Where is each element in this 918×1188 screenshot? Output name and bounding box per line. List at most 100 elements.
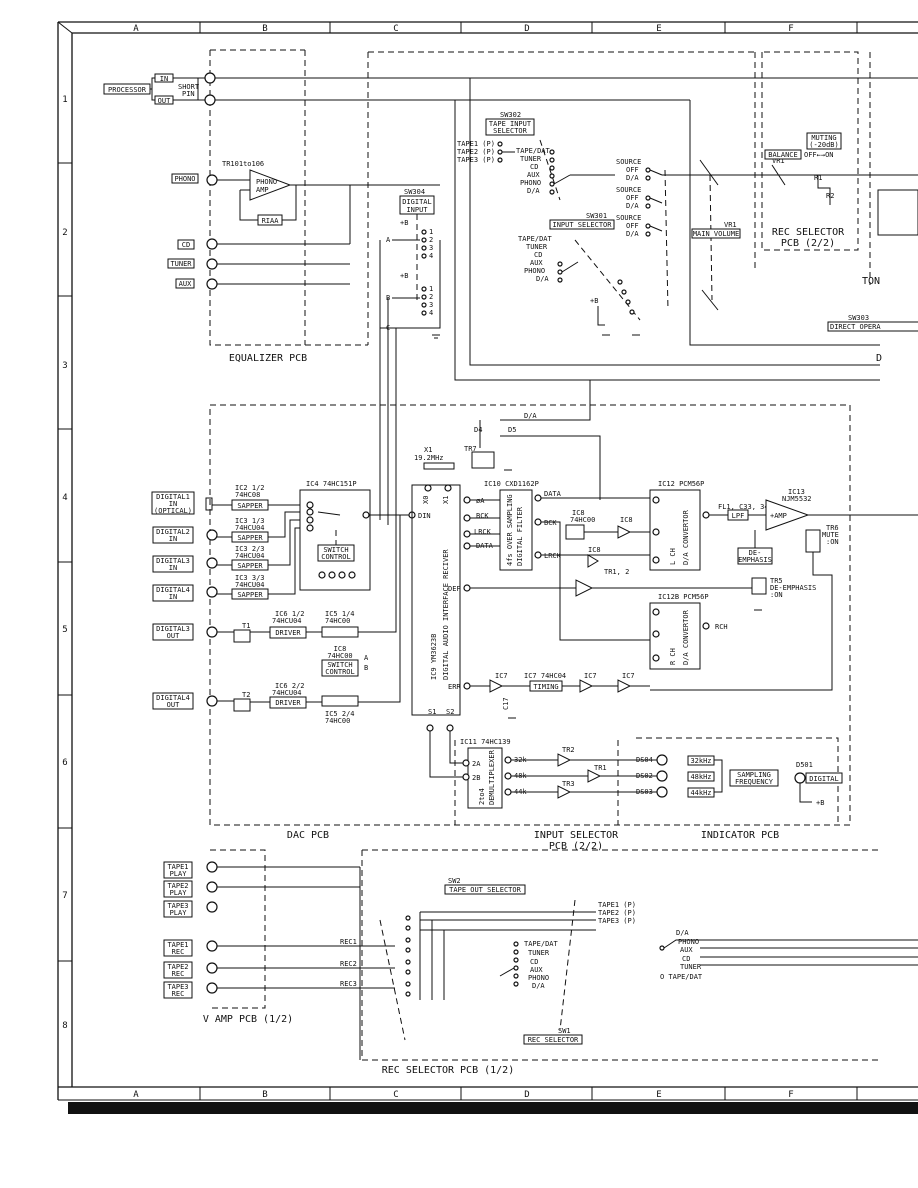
sw302-item: CD <box>530 163 538 171</box>
svg-text:T2: T2 <box>242 691 250 699</box>
svg-text:SOURCE: SOURCE <box>616 186 641 194</box>
svg-text:D/A: D/A <box>536 275 549 283</box>
svg-text:IC7 74HC04: IC7 74HC04 <box>524 672 566 680</box>
svg-text:R CH: R CH <box>669 648 677 665</box>
svg-text:RCH: RCH <box>715 623 728 631</box>
svg-text:DIGITAL2: DIGITAL2 <box>156 528 190 536</box>
svg-text:32kHz: 32kHz <box>690 757 711 765</box>
svg-text:44kHz: 44kHz <box>690 789 711 797</box>
svg-text:BCK: BCK <box>544 519 557 527</box>
balance-label: BALANCE <box>768 151 798 159</box>
svg-text:CD: CD <box>530 958 538 966</box>
col-label: B <box>262 1090 267 1100</box>
row-label: 6 <box>62 758 67 768</box>
svg-text:SAPPER: SAPPER <box>237 502 263 510</box>
svg-text:D/A: D/A <box>532 982 545 990</box>
phono-label: PHONO <box>174 175 195 183</box>
svg-text:IC3 3/3: IC3 3/3 <box>235 574 265 582</box>
svg-text:3: 3 <box>429 244 433 252</box>
sw301-label: INPUT SELECTOR <box>552 221 612 229</box>
svg-text:SAMPLING: SAMPLING <box>737 771 771 779</box>
row-label: 8 <box>62 1021 67 1031</box>
svg-text:IN: IN <box>169 535 177 543</box>
pcb-boundaries <box>209 49 880 1061</box>
svg-text:ERR: ERR <box>448 683 461 691</box>
svg-text:DIGITAL3: DIGITAL3 <box>156 625 190 633</box>
col-label: E <box>656 24 661 34</box>
sw302-block: SW302 TAPE INPUT SELECTOR TAPE1 (P) TAPE… <box>457 111 615 201</box>
svg-text:IC6 1/2: IC6 1/2 <box>275 610 305 618</box>
short-pin-label: SHORT <box>178 83 200 91</box>
rec-selector-bottom: SW2 TAPE OUT SELECTOR TAPE1 (P) TAPE2 (P… <box>379 877 918 1076</box>
processor-block: PROCESSOR IN OUT SHORT PIN <box>103 73 205 105</box>
ic12b-label: IC12B PCM56P <box>658 593 709 601</box>
svg-text:D/A: D/A <box>524 412 537 420</box>
svg-text:74HCU04: 74HCU04 <box>272 689 302 697</box>
svg-text:2: 2 <box>429 293 433 301</box>
svg-text:TUNER: TUNER <box>680 963 702 971</box>
svg-text:2A: 2A <box>472 760 481 768</box>
ic11-demux: IC11 74HC139 2to4 DEMULTIPLEXER 2A 2B 32… <box>429 731 660 852</box>
ground-symbols <box>432 334 762 719</box>
svg-text:DE-EMPHASIS: DE-EMPHASIS <box>770 584 816 592</box>
svg-text:IC6 2/2: IC6 2/2 <box>275 682 305 690</box>
short-pin-label: PIN <box>182 90 195 98</box>
svg-text:TAPE1 (P): TAPE1 (P) <box>598 901 636 909</box>
svg-text:74HCU04: 74HCU04 <box>235 552 265 560</box>
svg-text:L CH: L CH <box>669 548 677 565</box>
sw302-item: D/A <box>527 187 540 195</box>
svg-text:TAPE3 (P): TAPE3 (P) <box>598 917 636 925</box>
svg-text:+AMP: +AMP <box>770 512 787 520</box>
svg-text:74HCU04: 74HCU04 <box>235 581 265 589</box>
svg-text:DIGITAL4: DIGITAL4 <box>156 694 190 702</box>
jack-phono <box>206 174 218 186</box>
svg-text:TAPE3: TAPE3 <box>167 902 188 910</box>
sw304-name: SW304 <box>404 188 425 196</box>
svg-text:DE-: DE- <box>749 549 762 557</box>
svg-text:REC: REC <box>172 990 185 998</box>
in-label: IN <box>160 75 168 83</box>
main-volume-block: VR1 MAIN VOLUME <box>691 159 741 311</box>
row-label: 4 <box>62 493 67 503</box>
svg-text:FREQUENCY: FREQUENCY <box>735 778 774 786</box>
rec-selector-pcb-label: REC SELECTOR PCB (1/2) <box>382 1065 514 1076</box>
svg-text:2: 2 <box>429 236 433 244</box>
row-label: 5 <box>62 625 67 635</box>
svg-text:IC3 1/3: IC3 1/3 <box>235 517 265 525</box>
phono-amp-triangle <box>249 169 292 201</box>
digital-output-section: DIGITAL3 OUT DIGITAL4 OUT T1 T2 IC6 1/2 … <box>152 515 401 725</box>
svg-text:IC3 2/3: IC3 2/3 <box>235 545 265 553</box>
ic4-label: IC4 74HC151P <box>306 480 357 488</box>
cd-label: CD <box>182 241 190 249</box>
svg-text:D/A: D/A <box>626 174 639 182</box>
ic11-label: IC11 74HC139 <box>460 738 511 746</box>
top-bus-wires <box>215 77 918 381</box>
svg-text:+B: +B <box>816 799 824 807</box>
svg-text:DS03: DS03 <box>636 788 653 796</box>
svg-text:OFF: OFF <box>626 222 639 230</box>
svg-text:IN: IN <box>169 593 177 601</box>
col-label: C <box>393 24 398 34</box>
tape-out-selector-label: TAPE OUT SELECTOR <box>449 886 521 894</box>
svg-text:SW1: SW1 <box>558 1027 571 1035</box>
svg-text:DATA: DATA <box>544 490 562 498</box>
svg-text:REC: REC <box>172 948 185 956</box>
digital-input-section: DIGITAL1 IN (OPTICAL) DIGITAL2 IN DIGITA… <box>151 480 431 602</box>
indicator-pcb-label: INDICATOR PCB <box>701 830 779 841</box>
svg-text:IC7: IC7 <box>495 672 508 680</box>
input-jacks: PHONO CD TUNER AUX <box>167 72 218 290</box>
svg-text:X0: X0 <box>422 496 430 504</box>
svg-text:74HCU04: 74HCU04 <box>272 617 302 625</box>
svg-text:TAPE3: TAPE3 <box>167 983 188 991</box>
svg-text:MUTE: MUTE <box>822 531 839 539</box>
svg-text:SWITCH: SWITCH <box>323 546 348 554</box>
tape-jacks: TAPE1 PLAY TAPE2 PLAY TAPE3 PLAY TAPE1 R… <box>163 861 395 1060</box>
svg-text:AUX: AUX <box>680 946 693 954</box>
row-label: 3 <box>62 361 67 371</box>
svg-text:SWITCH: SWITCH <box>327 661 352 669</box>
equalizer-block: TR101to106 PHONO AMP RIAA EQUALIZER PCB <box>217 160 350 364</box>
svg-text:TR1, 2: TR1, 2 <box>604 568 629 576</box>
svg-text:IC8: IC8 <box>572 509 585 517</box>
